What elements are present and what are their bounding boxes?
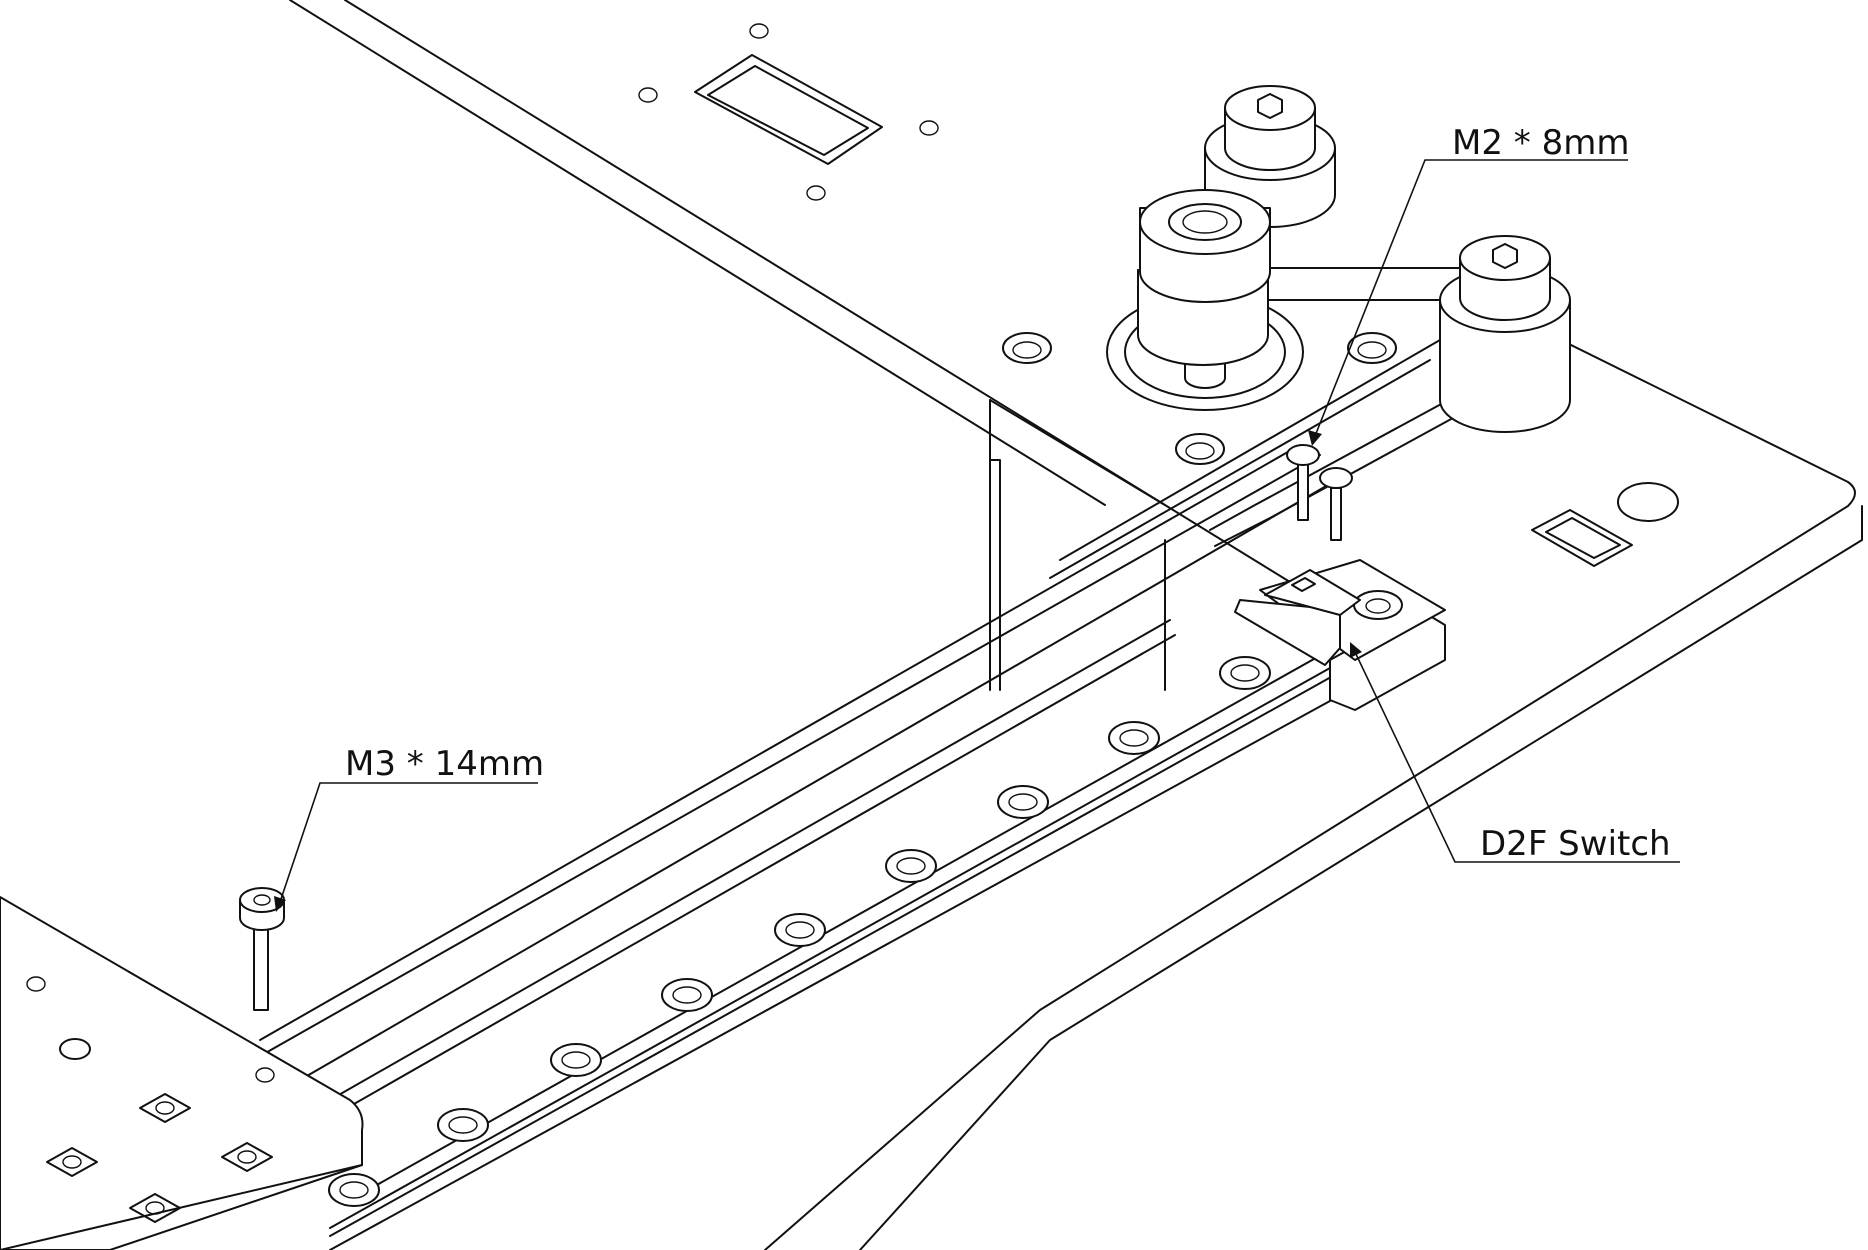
callout-d2f: D2F Switch bbox=[1350, 642, 1680, 864]
m3-screw bbox=[239, 887, 285, 1011]
motor-body bbox=[989, 399, 1166, 691]
callout-label-m3: M3 * 14mm bbox=[345, 744, 544, 784]
callout-m3: M3 * 14mm bbox=[274, 744, 544, 912]
m2-screws bbox=[1286, 444, 1353, 541]
callout-label-m2: M2 * 8mm bbox=[1452, 123, 1629, 163]
callout-label-d2f: D2F Switch bbox=[1480, 824, 1671, 864]
rail-bolts bbox=[328, 656, 1271, 1207]
carriage-fasteners bbox=[46, 1093, 273, 1223]
motor-pulley bbox=[1106, 189, 1304, 411]
callout-m2: M2 * 8mm bbox=[1308, 123, 1629, 446]
idler-pulley-top bbox=[1204, 85, 1336, 228]
linear-rail-assembly bbox=[259, 444, 1351, 1250]
idler-pulley-right bbox=[1439, 235, 1571, 433]
d2f-switch bbox=[1234, 569, 1361, 666]
carriage-plate bbox=[0, 896, 364, 1250]
right-plate bbox=[764, 299, 1863, 1250]
